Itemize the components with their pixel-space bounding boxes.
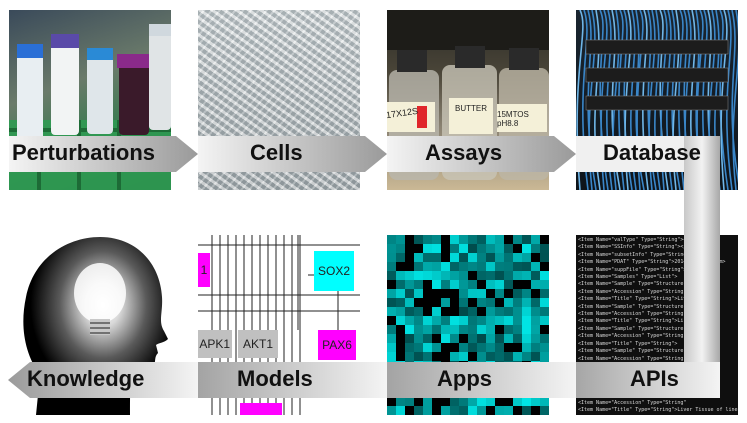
label-apps: Apps <box>437 366 492 391</box>
code-line: <Item Name="Title" Type="String">Li <box>578 318 684 325</box>
label-models: Models <box>237 366 313 391</box>
code-line: <Item Name="Accession" Type="String" <box>578 311 687 318</box>
code-line: <Item Name="SSInfo" Type="String"></Item… <box>578 244 702 251</box>
code-line: <Item Name="Title" Type="String"> <box>578 340 678 347</box>
code-line: <Item Name="Sample" Type="Structure"> <box>578 348 690 355</box>
code-line: <Item Name="Sample" Type="Structure"> <box>578 392 690 399</box>
code-line: <Item Name="Sample" Type="Structure"> <box>578 303 690 310</box>
graph-node-pax6: PAX6 <box>318 330 356 360</box>
bottle-label-3: 15MTOS pH8.8 <box>497 110 529 128</box>
graph-node-akt1: AKT1 <box>238 330 278 358</box>
code-line: <Item Name="valType" Type="String"></Ite… <box>578 237 705 243</box>
code-line: <Item Name="Title" Type="String">Liver l… <box>578 296 714 303</box>
bottle-label-2: BUTTER <box>455 104 487 113</box>
code-line: <Item Name="Title" Type="String">Liver T… <box>578 407 738 414</box>
label-database: Database <box>603 140 701 165</box>
label-assays: Assays <box>425 140 503 165</box>
graph-node-partial: 1 <box>198 253 210 287</box>
code-line: <Item Name="Accession" Type="String" <box>578 399 687 406</box>
code-line: <Item Name="Accession" Type="String" <box>578 288 687 295</box>
code-line: <Item Name="PDAT" Type="String">2014/05/… <box>578 259 726 266</box>
graph-node-apk1: APK1 <box>198 330 232 358</box>
label-cells: Cells <box>250 140 303 165</box>
graph-node-bottom <box>240 403 282 415</box>
code-line: <Item Name="Sample" Type="Structure"> <box>578 281 690 288</box>
code-line: <Item Name="suppFile" Type="String">CEL<… <box>578 266 717 273</box>
label-knowledge: Knowledge <box>27 366 145 391</box>
label-perturbations: Perturbations <box>12 140 156 165</box>
label-apis: APIs <box>630 366 679 391</box>
code-line: <Item Name="Accession" Type="String" <box>578 333 687 340</box>
code-line: <Item Name="Sample" Type="Structure"> <box>578 325 690 332</box>
code-line: <Item Name="Accession" Type="String" <box>578 355 687 362</box>
code-line: <Item Name="Samples" Type="List"> <box>578 274 678 281</box>
code-line: <Item Name="subsetInfo" Type="String"></… <box>578 251 714 258</box>
graph-node-sox2: SOX2 <box>314 251 354 291</box>
